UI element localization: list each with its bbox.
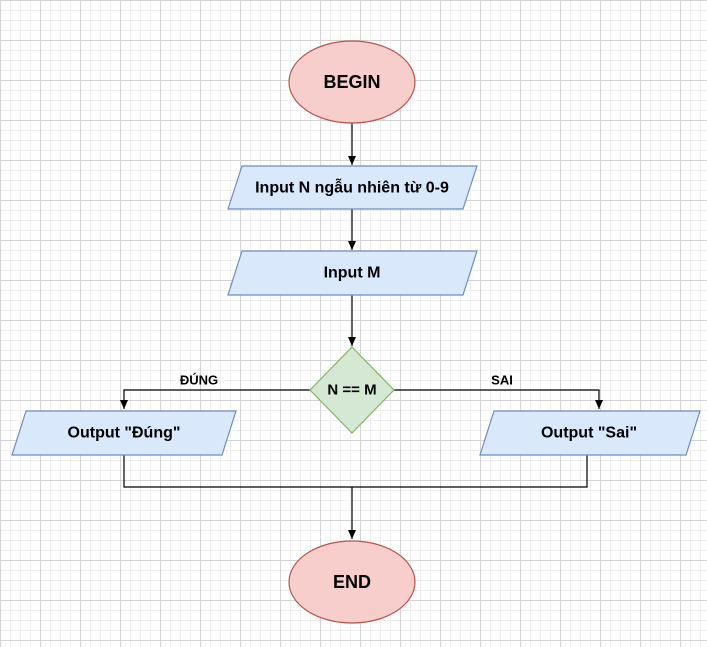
begin-node[interactable]: BEGIN xyxy=(288,40,416,124)
output-false-node[interactable]: Output "Sai" xyxy=(479,410,701,456)
decision-label: N == M xyxy=(327,382,376,399)
output-true-label: Output "Đúng" xyxy=(68,425,181,442)
end-node[interactable]: END xyxy=(288,540,416,624)
connector-decision-to-output-false xyxy=(394,389,603,409)
output-false-parallelogram xyxy=(479,410,701,456)
end-label: END xyxy=(333,572,371,592)
output-true-parallelogram xyxy=(11,410,237,456)
decision-node[interactable]: N == M xyxy=(309,346,395,434)
decision-diamond xyxy=(309,346,395,434)
input-n-node[interactable]: Input N ngẫu nhiên từ 0-9 xyxy=(227,165,478,210)
branch-false-label: SAI xyxy=(491,373,513,388)
input-m-parallelogram xyxy=(227,250,478,296)
connector-output-true-to-merge xyxy=(123,455,352,488)
input-n-parallelogram xyxy=(227,165,478,210)
connector-decision-to-output-true xyxy=(120,389,310,409)
connector-output-false-to-merge xyxy=(352,455,588,488)
input-m-node[interactable]: Input M xyxy=(227,250,478,296)
output-false-label: Output "Sai" xyxy=(541,425,637,442)
begin-ellipse xyxy=(288,40,416,124)
begin-label: BEGIN xyxy=(323,72,380,92)
end-ellipse xyxy=(288,540,416,624)
output-true-node[interactable]: Output "Đúng" xyxy=(11,410,237,456)
branch-true-label: ĐÚNG xyxy=(180,373,218,388)
input-m-label: Input M xyxy=(324,265,381,282)
input-n-label: Input N ngẫu nhiên từ 0-9 xyxy=(255,178,449,197)
